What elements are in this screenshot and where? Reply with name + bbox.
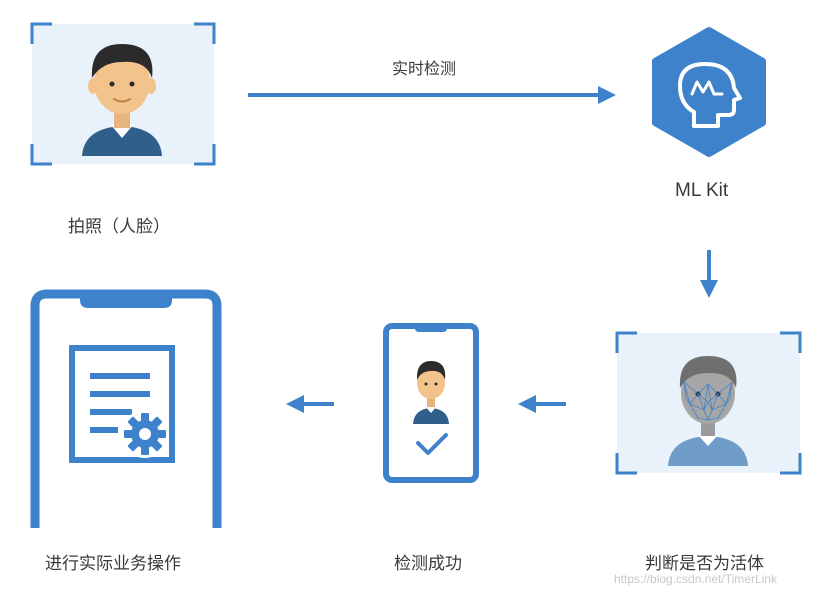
capture-label: 拍照（人脸） (68, 217, 170, 237)
realtime-detect-label: 实时检测 (392, 59, 457, 78)
capture-photo-frame (30, 22, 216, 166)
head-icon (678, 62, 742, 128)
mlkit-logo (652, 27, 766, 157)
success-phone (383, 323, 479, 483)
arrow-left-icon-2 (286, 395, 334, 413)
watermark: https://blog.csdn.net/TimerLink (614, 572, 777, 586)
scanned-face (668, 356, 748, 466)
mlkit-label: ML Kit (675, 180, 729, 201)
arrow-left-icon (518, 395, 566, 413)
business-label: 进行实际业务操作 (45, 554, 181, 574)
document-icon (69, 345, 175, 463)
arrow-down-icon (700, 250, 718, 298)
person-avatar (82, 44, 162, 156)
liveness-label: 判断是否为活体 (645, 554, 764, 574)
arrow-right-icon (248, 86, 616, 104)
liveness-scan-frame (615, 331, 802, 475)
business-phone (30, 289, 222, 528)
check-icon (416, 433, 448, 455)
face-mesh (683, 381, 733, 422)
success-label: 检测成功 (394, 554, 462, 574)
person-avatar-small (413, 361, 449, 424)
gear-icon (121, 410, 169, 458)
